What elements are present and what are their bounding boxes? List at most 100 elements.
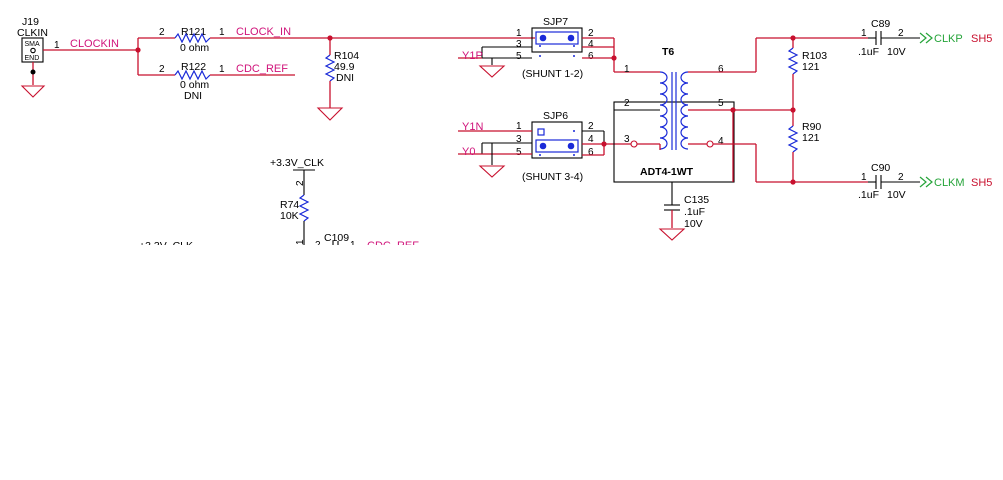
resistor-icon <box>174 32 211 44</box>
sjp7-shunt <box>535 31 579 45</box>
svg-text:5: 5 <box>718 98 724 109</box>
resistor-r103[interactable]: R103 121 <box>787 38 827 110</box>
resistor-r122[interactable]: 2 R122 0 ohm DNI 1 <box>159 61 225 102</box>
r121-pin-right: 1 <box>219 27 225 38</box>
svg-text:4: 4 <box>588 134 594 145</box>
resistor-r121[interactable]: 2 R121 0 ohm 1 <box>159 26 225 54</box>
primary-coil-icon <box>659 71 668 150</box>
resistor-icon <box>324 54 336 82</box>
offsheet-arrow-icon <box>919 176 927 188</box>
r90-value: 121 <box>802 132 820 144</box>
net-label-clock-in[interactable]: CLOCK_IN <box>236 26 291 38</box>
c135-ref: C135 <box>684 194 709 206</box>
connector-center-pin <box>30 47 36 54</box>
ground-icon <box>478 65 506 78</box>
capacitor-c135[interactable]: C135 .1uF 10V <box>658 182 709 241</box>
sjp6-shunt <box>535 139 579 153</box>
svg-text:1: 1 <box>861 28 867 39</box>
connector-ref: J19 <box>22 16 39 28</box>
svg-text:3: 3 <box>516 134 522 145</box>
svg-text:6: 6 <box>588 147 594 158</box>
capacitor-c90[interactable]: C90 1 2 .1uF 10V <box>858 162 920 201</box>
resistor-r90[interactable]: R90 121 <box>787 110 821 182</box>
connector-j19[interactable]: J19 CLKIN SMA END 1 <box>17 16 60 98</box>
svg-text:5: 5 <box>516 51 522 62</box>
svg-text:3: 3 <box>624 134 630 145</box>
svg-text:5: 5 <box>516 147 522 158</box>
svg-text:1: 1 <box>861 172 867 183</box>
net-label-y0[interactable]: Y0 <box>462 146 475 158</box>
svg-text:4: 4 <box>588 39 594 50</box>
ground-icon <box>478 165 506 178</box>
r122-ref: R122 <box>181 61 206 73</box>
connector-pin-number: 1 <box>54 40 60 51</box>
r122-pin-right: 1 <box>219 64 225 75</box>
offsheet-clkp[interactable]: CLKP SH5 <box>919 32 992 45</box>
r90-ref: R90 <box>802 121 821 133</box>
svg-text:2: 2 <box>624 98 630 109</box>
svg-text:2: 2 <box>898 28 904 39</box>
svg-text:2: 2 <box>295 180 306 186</box>
c89-value: .1uF <box>858 46 879 58</box>
resistor-r104[interactable]: R104 49.9 DNI <box>316 38 359 121</box>
t6-outline <box>613 101 735 183</box>
svg-text:1: 1 <box>624 64 630 75</box>
r104-value: 49.9 <box>334 61 355 73</box>
secondary-coil-icon <box>680 71 689 150</box>
r121-value: 0 ohm <box>180 42 209 54</box>
svg-text:6: 6 <box>588 51 594 62</box>
net-label-clkp: CLKP <box>934 33 963 45</box>
sheet-ref-clkm: SH5 <box>971 177 992 189</box>
jumper-sjp6[interactable]: SJP6 1 3 5 2 4 6 (SHUNT 3-4) <box>516 110 594 183</box>
svg-text:3: 3 <box>516 39 522 50</box>
r74-ref: R74 <box>280 199 299 211</box>
ground-icon <box>20 85 46 98</box>
c90-ref: C90 <box>871 162 890 174</box>
resistor-r74[interactable]: +3.3V_CLK 2 R74 10K 1 <box>270 157 324 246</box>
r74-value: 10K <box>280 210 299 222</box>
net-label-y1n[interactable]: Y1N <box>462 121 483 133</box>
r104-note: DNI <box>336 72 354 84</box>
svg-text:6: 6 <box>718 64 724 75</box>
offsheet-arrow-icon <box>919 32 927 44</box>
svg-text:2: 2 <box>588 28 594 39</box>
c89-voltage: 10V <box>887 46 906 58</box>
resistor-icon <box>787 125 799 153</box>
t6-ref: T6 <box>662 46 674 58</box>
connector-body-top: SMA <box>25 41 41 48</box>
sjp7-caption: (SHUNT 1-2) <box>522 68 583 80</box>
sjp6-caption: (SHUNT 3-4) <box>522 171 583 183</box>
net-label-clkm: CLKM <box>934 177 965 189</box>
r103-ref: R103 <box>802 50 827 62</box>
sjp6-body <box>531 121 583 159</box>
svg-text:4: 4 <box>718 136 724 147</box>
c90-voltage: 10V <box>887 189 906 201</box>
sjp6-ref: SJP6 <box>543 110 568 122</box>
resistor-icon <box>298 194 310 222</box>
r122-note: DNI <box>184 90 202 102</box>
sheet-ref-clkp: SH5 <box>971 33 992 45</box>
jumper-sjp7[interactable]: SJP7 1 3 5 2 4 6 (SHUNT 1-2) <box>516 16 594 80</box>
c109-ref: C109 <box>324 232 349 244</box>
ground-icon <box>316 107 344 121</box>
r122-value: 0 ohm <box>180 79 209 91</box>
transformer-t6[interactable]: T6 1 2 3 4 5 6 ADT4-1WT <box>613 46 735 183</box>
offsheet-clkm[interactable]: CLKM SH5 <box>919 176 992 189</box>
sjp7-ref: SJP7 <box>543 16 568 28</box>
connector-shield-dot <box>30 69 36 75</box>
net-label-y1p[interactable]: Y1P <box>462 50 483 62</box>
power-label-3v3-clk: +3.3V_CLK <box>270 157 324 169</box>
r103-value: 121 <box>802 61 820 73</box>
r104-ref: R104 <box>334 50 359 62</box>
net-label-clockin[interactable]: CLOCKIN <box>70 38 119 50</box>
c135-voltage: 10V <box>684 218 703 230</box>
junction-dot <box>601 141 607 147</box>
r121-ref: R121 <box>181 26 206 38</box>
c90-value: .1uF <box>858 189 879 201</box>
capacitor-c89[interactable]: C89 1 2 .1uF 10V <box>858 18 920 58</box>
svg-text:1: 1 <box>516 121 522 132</box>
blank-area <box>0 245 1003 480</box>
net-label-cdc-ref[interactable]: CDC_REF <box>236 63 288 75</box>
svg-text:1: 1 <box>516 28 522 39</box>
